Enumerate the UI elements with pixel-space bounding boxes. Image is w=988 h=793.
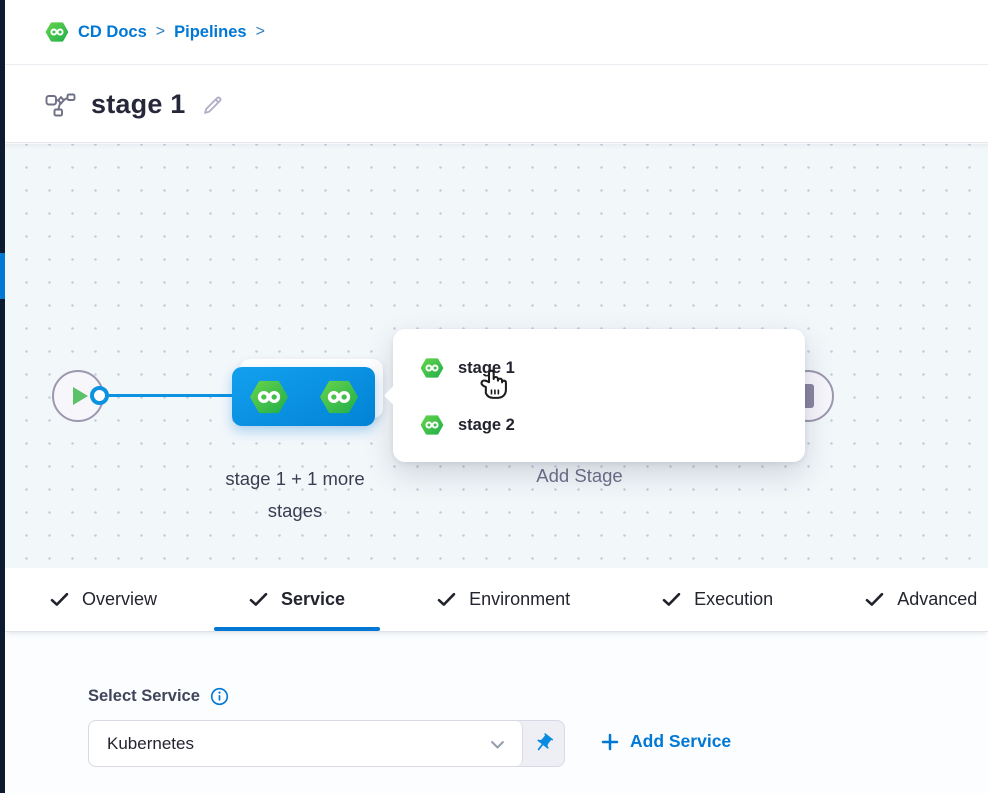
stage-config-tabbar: Overview Service Environment Execution A… [5, 568, 988, 632]
stage-group-label: stage 1 + 1 more stages [225, 468, 365, 521]
popup-item-label: stage 1 [458, 358, 515, 377]
pin-service-button[interactable] [523, 721, 564, 766]
tab-label: Advanced [897, 589, 978, 609]
check-icon [662, 592, 681, 607]
breadcrumb-separator: > [255, 23, 265, 40]
stage-hexagon-icon [420, 356, 444, 380]
tab-label: Execution [694, 589, 774, 609]
breadcrumb-pipelines[interactable]: Pipelines [174, 22, 247, 41]
breadcrumb-bar: CD Docs > Pipelines > [5, 0, 988, 65]
stage-title-bar: stage 1 [5, 66, 988, 143]
popup-item-stage-2[interactable]: stage 2 [420, 412, 515, 438]
stop-icon [802, 384, 814, 408]
popup-item-stage-1[interactable]: stage 1 [420, 355, 515, 381]
tab-overview[interactable]: Overview [15, 568, 192, 631]
service-select-control: Kubernetes [88, 720, 565, 767]
chevron-down-icon [488, 735, 507, 754]
stage-group-node[interactable] [232, 367, 375, 426]
stages-popup: stage 1 stage 2 [383, 329, 805, 462]
edit-pencil-icon[interactable] [200, 91, 227, 118]
check-icon [249, 592, 268, 607]
harness-logo-icon [45, 20, 69, 44]
tab-environment[interactable]: Environment [402, 568, 605, 631]
tab-service[interactable]: Service [214, 568, 381, 631]
breadcrumb-separator: > [155, 23, 166, 40]
stage-hexagon-icon [319, 377, 359, 417]
service-select-value: Kubernetes [107, 733, 194, 753]
tab-label: Service [281, 589, 346, 609]
stage-hexagon-icon [420, 413, 444, 437]
pin-icon [532, 732, 555, 755]
select-service-label: Select Service [88, 687, 200, 705]
edge-connector-dot [90, 386, 109, 405]
breadcrumb-cd-docs[interactable]: CD Docs [78, 22, 147, 41]
tab-label: Environment [469, 589, 571, 609]
plus-icon [601, 733, 619, 751]
add-service-label: Add Service [630, 731, 732, 751]
select-service-label-row: Select Service [88, 687, 229, 706]
left-edge-strip [0, 0, 5, 793]
tab-label: Overview [82, 589, 158, 609]
tab-execution[interactable]: Execution [627, 568, 808, 631]
add-stage-button[interactable]: Add Stage [536, 465, 623, 486]
breadcrumb: CD Docs > Pipelines > [45, 20, 265, 44]
play-icon [72, 387, 88, 405]
left-scroll-thumb[interactable] [0, 253, 5, 299]
service-select-dropdown[interactable]: Kubernetes [89, 721, 523, 766]
popup-item-label: stage 2 [458, 415, 515, 434]
check-icon [437, 592, 456, 607]
add-service-button[interactable]: Add Service [601, 731, 731, 752]
tab-advanced[interactable]: Advanced [830, 568, 988, 631]
service-panel: Select Service Kubernetes [5, 632, 988, 793]
page-title: stage 1 [91, 88, 186, 119]
check-icon [865, 592, 884, 607]
info-icon[interactable] [210, 687, 229, 706]
popup-tail [383, 384, 406, 407]
check-icon [50, 592, 69, 607]
pipeline-edge [100, 394, 232, 397]
stage-hexagon-icon [249, 377, 289, 417]
pipeline-stages-icon [45, 91, 76, 118]
pipeline-canvas[interactable]: stage 1 + 1 more stages Add Stage stage … [5, 144, 988, 568]
